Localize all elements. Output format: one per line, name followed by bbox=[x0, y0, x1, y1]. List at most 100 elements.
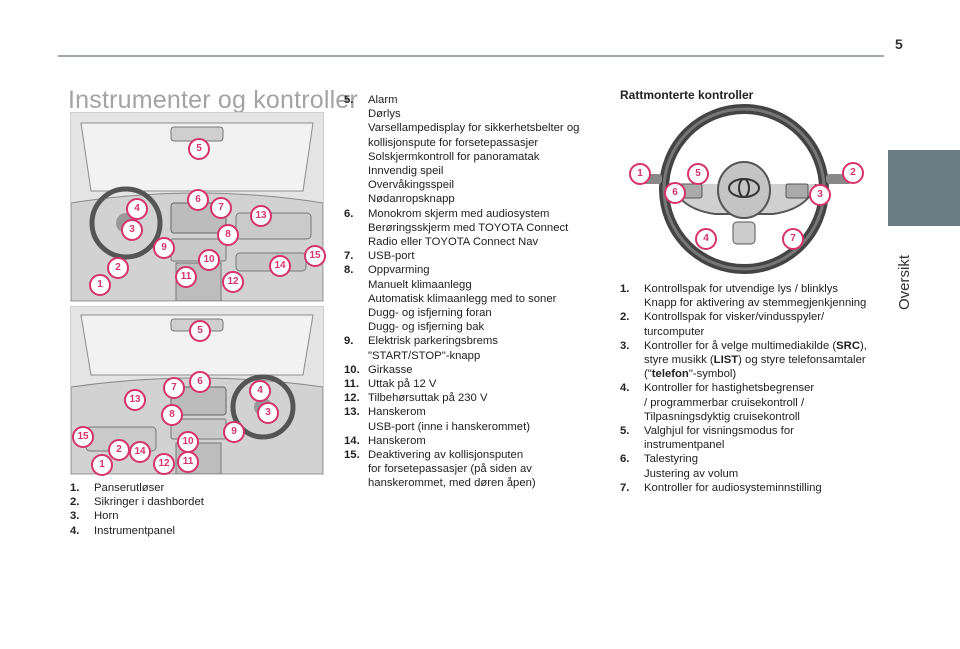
list-item-text: Panserutløser bbox=[94, 481, 320, 495]
list-item-number: 5. bbox=[344, 94, 354, 106]
list-item-line: Deaktivering av kollisjonsputen bbox=[368, 449, 524, 462]
list-item: 2.Sikringer i dashbordet bbox=[70, 495, 320, 509]
list-item: 3.Horn bbox=[70, 509, 320, 523]
list-item-text: Kontrollspak for visker/vindusspyler/tur… bbox=[644, 310, 876, 338]
list-item-line: Kontrollspak for utvendige lys / blinkly… bbox=[644, 283, 839, 295]
callout-marker-6: 6 bbox=[664, 182, 686, 204]
list-item-text: Kontrollspak for utvendige lys / blinkly… bbox=[644, 282, 876, 310]
list-item-line: Alarm bbox=[368, 94, 398, 106]
list-item-number: 9. bbox=[344, 335, 354, 348]
list-item: 7. USB-port bbox=[344, 249, 599, 263]
callout-marker-8: 8 bbox=[217, 224, 239, 246]
list-item-number: 1. bbox=[620, 283, 630, 295]
callout-marker-7: 7 bbox=[210, 197, 232, 219]
list-item-text: Kontroller for å velge multimediakilde (… bbox=[644, 339, 876, 382]
list-item-line: / programmerbar cruisekontroll / bbox=[644, 396, 805, 409]
list-item-line: Kontroller for å velge multimediakilde (… bbox=[644, 339, 867, 352]
list-item-number: 3. bbox=[620, 339, 630, 352]
list-item-line: Talestyring bbox=[644, 453, 698, 466]
list-item-line: Dørlys bbox=[368, 108, 401, 121]
callout-marker-1: 1 bbox=[91, 454, 113, 476]
callout-marker-9: 9 bbox=[153, 237, 175, 259]
callout-marker-12: 12 bbox=[153, 453, 175, 475]
callout-marker-10: 10 bbox=[177, 431, 199, 453]
list-item: 3. Kontroller for å velge multimediakilde… bbox=[620, 339, 876, 382]
callout-marker-7: 7 bbox=[163, 377, 185, 399]
list-item-line: Kontroller for audiosysteminnstilling bbox=[644, 481, 822, 494]
list-item: 4.Instrumentpanel bbox=[70, 524, 320, 538]
list-item-text: Girkasse bbox=[368, 363, 599, 377]
list-item: 11.Uttak på 12 V bbox=[344, 377, 599, 391]
list-item-line: Kontroller for hastighetsbegrenser bbox=[644, 382, 815, 395]
callout-marker-13: 13 bbox=[250, 205, 272, 227]
list-item: 4.Kontroller for hastighetsbegrenser/ pr… bbox=[620, 381, 876, 424]
list-item-text: Elektrisk parkeringsbrems"START/STOP"-kn… bbox=[368, 334, 599, 362]
steering-wheel-illustration bbox=[620, 104, 868, 274]
list-item-number: 14. bbox=[344, 434, 360, 447]
list-item-line: Automatisk klimaanlegg med to soner bbox=[368, 292, 557, 305]
list-item: 10.Girkasse bbox=[344, 363, 599, 377]
list-item-line: Horn bbox=[94, 510, 119, 523]
legend-list-wheel: 1. Kontrollspak for utvendige lys / blink… bbox=[620, 282, 876, 495]
list-item-number: 6. bbox=[620, 453, 630, 466]
callout-marker-12: 12 bbox=[222, 271, 244, 293]
callout-marker-7: 7 bbox=[782, 228, 804, 250]
callout-marker-2: 2 bbox=[108, 439, 130, 461]
list-item-line: Berøringsskjerm med TOYOTA Connect bbox=[368, 221, 569, 234]
list-item-line: kollisjonspute for forsetepassasjer bbox=[368, 136, 539, 149]
list-item-line: hanskerommet, med døren åpen) bbox=[368, 477, 536, 490]
list-item-text: Hanskerom bbox=[368, 434, 599, 448]
list-item-number: 8. bbox=[344, 264, 354, 277]
callout-marker-4: 4 bbox=[249, 380, 271, 402]
list-item-text: Horn bbox=[94, 509, 320, 523]
list-item-line: USB-port bbox=[368, 250, 415, 263]
list-item: 1. Panserutløser bbox=[70, 481, 320, 495]
list-item: 9. Elektrisk parkeringsbrems"START/STOP"-… bbox=[344, 334, 599, 362]
list-item-line: USB-port (inne i hanskerommet) bbox=[368, 420, 530, 433]
callout-marker-2: 2 bbox=[842, 162, 864, 184]
list-item-text: Kontroller for hastighetsbegrenser/ prog… bbox=[644, 381, 876, 424]
list-item-line: instrumentpanel bbox=[644, 439, 725, 452]
list-item-line: Oppvarming bbox=[368, 264, 430, 277]
list-item-line: Kontrollspak for visker/vindusspyler/ bbox=[644, 311, 825, 324]
callout-marker-1: 1 bbox=[629, 163, 651, 185]
callout-marker-3: 3 bbox=[809, 184, 831, 206]
list-item-number: 6. bbox=[344, 207, 354, 220]
list-item-number: 1. bbox=[70, 482, 80, 494]
list-item-line: Tilpasningsdyktig cruisekontroll bbox=[644, 410, 800, 423]
list-item-line: Girkasse bbox=[368, 363, 413, 376]
list-item: 7.Kontroller for audiosysteminnstilling bbox=[620, 481, 876, 495]
page-title: Instrumenter og kontroller bbox=[68, 86, 359, 114]
list-item-number: 5. bbox=[620, 425, 630, 438]
list-item-line: for forsetepassasjer (på siden av bbox=[368, 463, 532, 476]
list-item-text: Tilbehørsuttak på 230 V bbox=[368, 391, 599, 405]
callout-marker-14: 14 bbox=[269, 255, 291, 277]
list-item-number: 4. bbox=[70, 524, 80, 537]
list-item-line: Justering av volum bbox=[644, 467, 739, 480]
list-item-line: Solskjermkontroll for panoramatak bbox=[368, 150, 540, 163]
list-item-line: Manuelt klimaanlegg bbox=[368, 278, 472, 291]
callout-marker-4: 4 bbox=[695, 228, 717, 250]
list-item-text: Uttak på 12 V bbox=[368, 377, 599, 391]
list-item-line: Hanskerom bbox=[368, 406, 426, 419]
section-tab bbox=[888, 150, 960, 226]
list-item-line: Elektrisk parkeringsbrems bbox=[368, 335, 498, 348]
list-item-number: 7. bbox=[344, 250, 354, 263]
list-item-number: 15. bbox=[344, 449, 360, 462]
list-item-line: Sikringer i dashbordet bbox=[94, 496, 204, 509]
callout-marker-3: 3 bbox=[121, 219, 143, 241]
list-item-line: Panserutløser bbox=[94, 482, 165, 494]
callout-marker-11: 11 bbox=[177, 451, 199, 473]
section-tab-label: Oversikt bbox=[896, 254, 913, 310]
list-item-text: Kontroller for audiosysteminnstilling bbox=[644, 481, 876, 495]
